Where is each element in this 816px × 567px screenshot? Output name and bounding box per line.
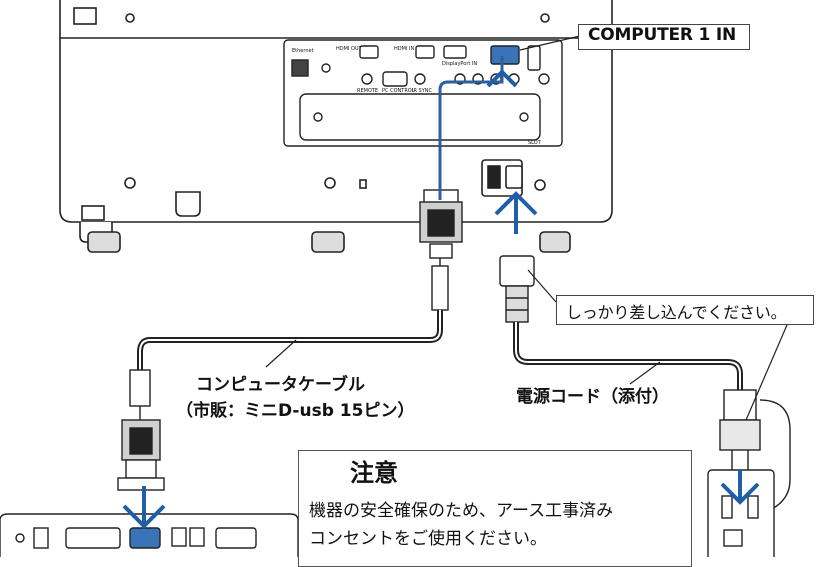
computer	[0, 513, 299, 557]
power-inlet	[481, 159, 523, 197]
power-plug-projector	[499, 255, 535, 323]
computer-cable-label-line2: （市販：ミニD-usb 15ピン）	[176, 401, 415, 421]
arrow-computer-in	[486, 69, 518, 88]
computer-in-callout	[578, 24, 750, 50]
ferrite-core-computer	[129, 369, 151, 420]
label-ethernet: Ethernet	[292, 48, 314, 54]
label-displayport-in: DisplayPort IN	[442, 61, 478, 67]
insert-firmly-callout	[556, 295, 814, 325]
computer-in-label: COMPUTER 1 IN	[588, 25, 737, 45]
insert-firmly-label: しっかり差し込んでください。	[566, 303, 787, 322]
guide-computer-in	[438, 56, 504, 200]
arrow-laptop-port	[122, 486, 166, 529]
label-hdmi-out: HDMI OUT	[336, 46, 362, 52]
arrow-wall-outlet	[720, 470, 760, 505]
caution-title: 注意	[350, 459, 398, 487]
label-pc-control: PC CONTROL	[382, 88, 415, 94]
arrow-power-inlet	[494, 191, 538, 234]
power-cord	[513, 322, 743, 390]
label-ir-sync: IR SYNC	[412, 88, 432, 94]
caution-line2: コンセントをご使用ください。	[309, 529, 547, 549]
caution-box	[298, 450, 692, 567]
rear-panel	[283, 39, 563, 147]
vga-connector-computer	[117, 419, 165, 491]
computer-cable-label-line1: コンピュータケーブル	[196, 375, 365, 395]
label-hdmi-in: HDMI IN	[394, 46, 415, 52]
power-cord-label: 電源コード（添付）	[516, 387, 669, 407]
leader-lines	[265, 35, 791, 421]
vga-connector-projector	[419, 189, 463, 311]
label-slot: SLOT	[528, 140, 541, 146]
label-remote: REMOTE	[357, 88, 379, 94]
caution-line1: 機器の安全確保のため、アース工事済み	[309, 501, 614, 521]
